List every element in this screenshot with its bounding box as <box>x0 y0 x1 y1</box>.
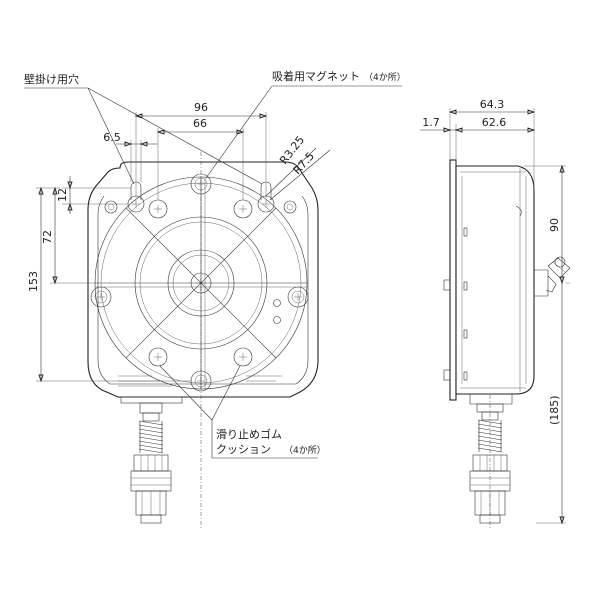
label-magnet-count: （4か所） <box>364 72 406 83</box>
front-view <box>87 161 319 524</box>
label-cushion-2: クッション <box>216 443 271 456</box>
label-cushion-1: 滑り止めゴム <box>216 427 282 441</box>
side-angle-connector <box>534 256 571 297</box>
side-cable-assembly <box>469 394 513 524</box>
side-dimensions: 64.3 1.7 62.6 90 (185) <box>420 98 570 525</box>
label-wall-hook-hole: 壁掛け用穴 <box>24 72 79 86</box>
side-view <box>443 159 571 524</box>
dim-153: 153 <box>27 271 40 292</box>
dim-12: 12 <box>56 188 69 202</box>
front-body-outline <box>87 161 319 398</box>
front-spring <box>138 420 164 454</box>
dim-62-6: 62.6 <box>482 116 507 129</box>
front-cable-assembly <box>120 396 183 524</box>
label-cushion-count: （4か所） <box>284 445 326 456</box>
dim-1-7: 1.7 <box>422 116 440 129</box>
dim-90: 90 <box>548 218 561 232</box>
front-labels: 壁掛け用穴 吸着用マグネット （4か所） 滑り止めゴム クッション （4か所） <box>24 69 406 459</box>
dim-64-3: 64.3 <box>480 98 505 111</box>
dim-66: 66 <box>193 117 207 130</box>
dim-96: 96 <box>194 101 208 114</box>
side-body-outline <box>455 165 535 395</box>
side-back-plate <box>449 159 457 401</box>
dim-72: 72 <box>41 230 54 244</box>
label-magnet: 吸着用マグネット <box>272 69 360 83</box>
front-body-inner-edge <box>97 195 309 385</box>
dim-185: (185) <box>548 395 561 425</box>
